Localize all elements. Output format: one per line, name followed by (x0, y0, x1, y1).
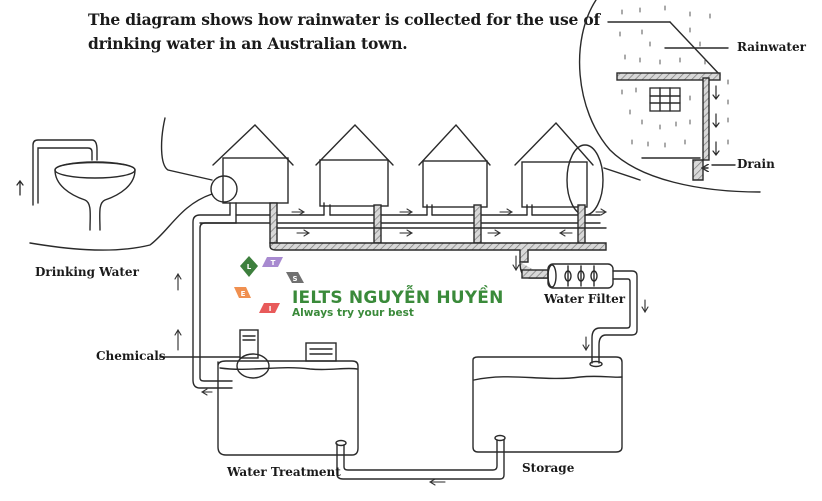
label-chemicals: Chemicals (96, 349, 166, 363)
logo-tile-e (234, 287, 251, 298)
logo-tile-l (240, 256, 258, 277)
rain-house-inset (578, 0, 761, 193)
watermark-logo: L T S E I (234, 256, 304, 313)
label-storage: Storage (522, 461, 575, 475)
logo-tile-s (286, 272, 304, 283)
label-water-treatment: Water Treatment (227, 465, 341, 479)
label-water-filter: Water Filter (544, 292, 626, 306)
logo-letter-l: L (247, 263, 252, 271)
chemicals-circle (236, 353, 270, 379)
house-1 (212, 124, 294, 204)
pipe-connection-circle (210, 175, 238, 203)
house-4 (514, 121, 594, 208)
label-drain: Drain (737, 157, 775, 171)
watermark-name: IELTS NGUYỄN HUYỀN (292, 288, 504, 308)
diagram-title: The diagram shows how rainwater is colle… (88, 10, 600, 53)
house-3 (418, 123, 491, 208)
storage-tank (472, 356, 623, 453)
logo-tile-i (259, 303, 280, 313)
logo-letter-e: E (241, 290, 246, 298)
logo-letter-s: S (292, 275, 297, 283)
water-filter-unit (547, 263, 614, 289)
logo-letter-t: T (271, 259, 276, 267)
logo-tile-t (262, 257, 283, 267)
label-rainwater: Rainwater (737, 40, 806, 54)
drinking-water-inset (16, 117, 213, 251)
logo-letter-i: I (269, 305, 272, 313)
water-treatment-tank (159, 329, 359, 456)
house-2 (315, 123, 394, 207)
label-drinking-water: Drinking Water (35, 265, 139, 279)
watermark-tagline: Always try your best (292, 307, 414, 319)
